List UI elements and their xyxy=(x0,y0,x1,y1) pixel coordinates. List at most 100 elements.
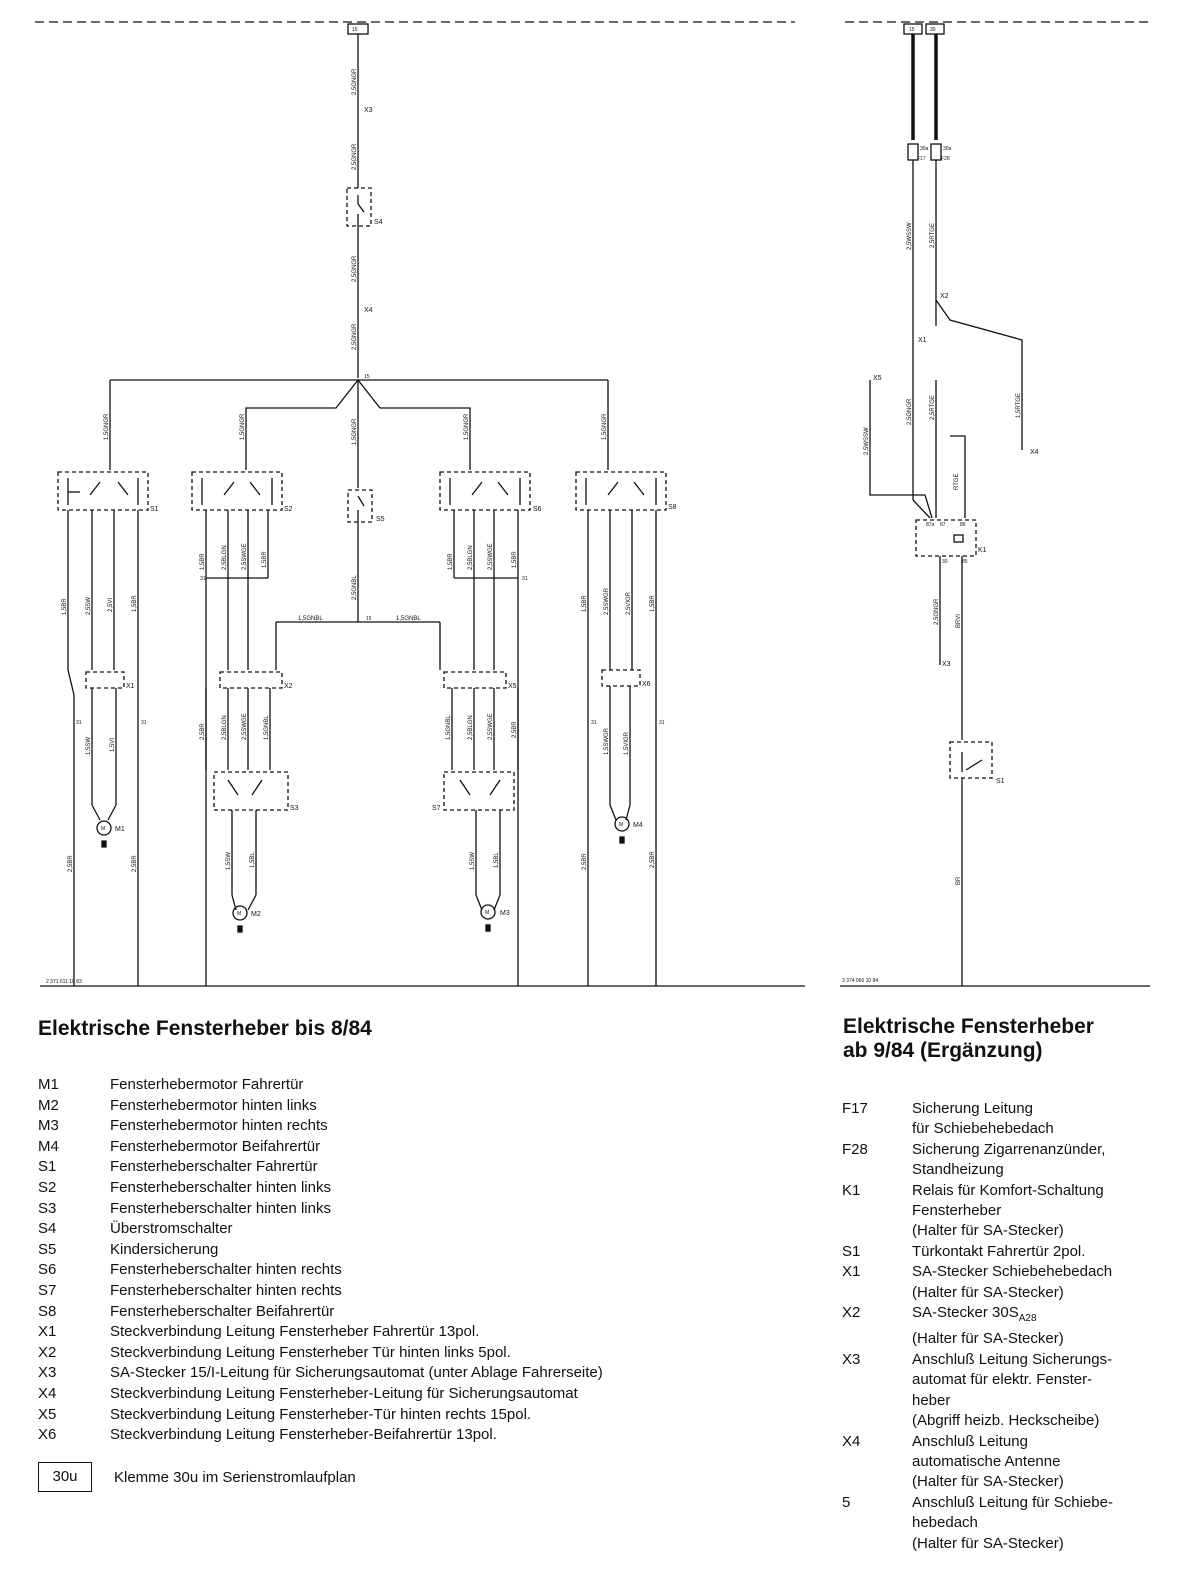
legend-code: M1 xyxy=(38,1076,59,1093)
legend-code: X3 xyxy=(842,1350,861,1368)
legend-code: S5 xyxy=(38,1240,57,1258)
wire-label-s7-in-d: 2,5BR xyxy=(512,721,518,738)
legend-code: K1 xyxy=(842,1181,861,1199)
wire-label-m2-b: 1,5BL xyxy=(250,852,256,868)
legend-code: X6 xyxy=(38,1426,57,1444)
label-s7: S7 xyxy=(432,805,441,812)
connector-x5 xyxy=(443,671,507,689)
label-x2: X2 xyxy=(284,683,293,690)
legend-desc: Fensterhebermotor Fahrertür xyxy=(110,1076,304,1093)
motor-m4 xyxy=(614,816,630,832)
legend-code: F28 xyxy=(842,1140,868,1158)
legend-desc: Fensterheberschalter hinten links xyxy=(110,1178,331,1196)
switch-s4 xyxy=(346,187,372,227)
legend-desc: Überstromschalter xyxy=(110,1220,233,1238)
title-left: Elektrische Fensterheber bis 8/84 xyxy=(38,1017,372,1040)
wire-label-s8-lo-a: 1,5SWGR xyxy=(604,727,610,755)
wire-label-s8-bottom-a: 2,5BR xyxy=(582,853,588,870)
label-s1: S1 xyxy=(150,506,159,513)
wire-label-s2-d: 1,5BR xyxy=(262,551,268,568)
wire-label-s6-d: 1,5BR xyxy=(512,551,518,568)
wire-label-s1-bottom-b: 2,5BR xyxy=(132,855,138,872)
legend-code: X1 xyxy=(842,1263,861,1281)
legend-desc: Fensterheberschalter hinten links xyxy=(110,1199,331,1217)
label-x3: X3 xyxy=(364,107,373,114)
legend-desc: Steckverbindung Leitung Fensterheber-Lei… xyxy=(110,1384,578,1402)
motor-symbol-m2: M xyxy=(237,911,241,917)
legend-code: X4 xyxy=(842,1432,861,1450)
fuse-f28 xyxy=(930,143,942,161)
wire-label-s1-bottom-a: 2,5BR xyxy=(68,855,74,872)
wire-label-s1-b: 2,5SW xyxy=(86,597,92,615)
legend-code: X5 xyxy=(38,1405,57,1423)
legend-desc: Steckverbindung Leitung Fensterheber-Bei… xyxy=(110,1426,497,1444)
drawing-number-right: 3 374 066 10 84 xyxy=(842,978,878,984)
wire-label-s3-in-b: 2,5BLGN xyxy=(222,715,228,740)
wire-label-r2: 2,5RTGE xyxy=(930,223,936,248)
wire-label-s1-lo-b: 1,5VI xyxy=(110,738,116,752)
label-x5-right: X5 xyxy=(873,375,882,382)
gnd-label-x6: 31 xyxy=(591,720,597,726)
wiring-diagram: 15 2,5GNGR X3 2,5GNGR S4 2,5GNGR X4 2,5G… xyxy=(35,21,1150,987)
wire-label-r8: 2,5GNGR xyxy=(934,598,940,625)
switch-s6 xyxy=(439,471,531,511)
wire-label-r10: BR xyxy=(956,876,962,885)
connector-x6 xyxy=(601,669,641,687)
label-m3: M3 xyxy=(500,910,510,917)
legend-desc: Fensterheberschalter Fahrertür xyxy=(110,1158,318,1176)
drawing-number-left: 2 371 611 10 83 xyxy=(46,979,82,985)
relay-pin-87a: 87a xyxy=(926,522,935,528)
motor-symbol-m3: M xyxy=(485,910,489,916)
wire-label-r7: RTGE xyxy=(954,473,960,490)
legend-desc: Fensterheberschalter hinten rechts xyxy=(110,1281,342,1299)
legend-desc: Steckverbindung Leitung Fensterheber Fah… xyxy=(110,1323,480,1341)
label-s8: S8 xyxy=(668,504,677,511)
wire-label-s7-in-c: 2,5SWGE xyxy=(488,713,494,740)
wire-label-r4: 2,5GNGR xyxy=(907,398,913,425)
label-s2: S2 xyxy=(284,506,293,513)
legend-desc: SA-Stecker Schiebehebedach (Halter für S… xyxy=(912,1263,1113,1301)
wire-label-s8-a: 1,5BR xyxy=(582,595,588,612)
label-s5: S5 xyxy=(376,516,385,523)
wire-label-s2-b: 2,5BLGN xyxy=(222,545,228,570)
legend-desc: Steckverbindung Leitung Fensterheber-Tür… xyxy=(110,1405,532,1423)
legend-row: S1 Fensterheberschalter Fahrertür xyxy=(38,1157,603,1178)
relay-pin-85: 85 xyxy=(962,559,968,565)
legend-desc-sub: A28 xyxy=(1018,1313,1037,1325)
wire-label-s3-in-a: 2,5BR xyxy=(200,723,206,740)
motor-m3 xyxy=(480,904,496,920)
legend-desc: Fensterheberschalter Beifahrertür xyxy=(110,1302,335,1320)
label-x2-right: X2 xyxy=(940,293,949,300)
wire-label-s8-b: 2,5SWGR xyxy=(604,587,610,615)
wire-label-branch-s6: 1,5GNGR xyxy=(464,413,470,440)
legend-desc: Fensterhebermotor hinten rechts xyxy=(110,1117,328,1135)
wire-label-main2: 2,5GNGR xyxy=(352,143,358,170)
legend-desc: Fensterhebermotor Beifahrertür xyxy=(110,1137,321,1155)
wire-label-s8-c: 2,5VIGR xyxy=(626,591,632,615)
wire-label-s3-in-c: 2,5SWGE xyxy=(242,713,248,740)
wire-label-main1: 2,5GNGR xyxy=(352,68,358,95)
legend-code: X3 xyxy=(38,1364,57,1382)
legend-code: S1 xyxy=(38,1158,57,1176)
relay-k1 xyxy=(915,519,977,557)
wire-label-s8-d: 1,5BR xyxy=(650,595,656,612)
legend-row: X5 Steckverbindung Leitung Fensterheber-T… xyxy=(38,1405,603,1426)
legend-desc: Fensterheberschalter hinten rechts xyxy=(110,1261,342,1279)
wire-label-s8-bottom-b: 2,5BR xyxy=(650,851,656,868)
wire-label-branch-s8: 1,5GNGR xyxy=(602,413,608,440)
fuse-pin-f28: 30a xyxy=(943,146,952,152)
gnd-label-s6: 31 xyxy=(522,576,528,582)
legend-desc-main: SA-Stecker 30S xyxy=(912,1304,1019,1322)
legend-desc: SA-Stecker 30SA28(Halter für SA-Stecker) xyxy=(912,1303,1064,1350)
relay-pin-87: 87 xyxy=(940,522,946,528)
gnd-label-x1b: 31 xyxy=(141,720,147,726)
label-s6: S6 xyxy=(533,506,542,513)
legend-desc: Relais für Komfort-Schaltung Fensterhebe… xyxy=(912,1181,1104,1240)
legend-desc: Anschluß Leitung für Schiebe- hebedach (… xyxy=(912,1493,1113,1552)
label-m1: M1 xyxy=(115,826,125,833)
